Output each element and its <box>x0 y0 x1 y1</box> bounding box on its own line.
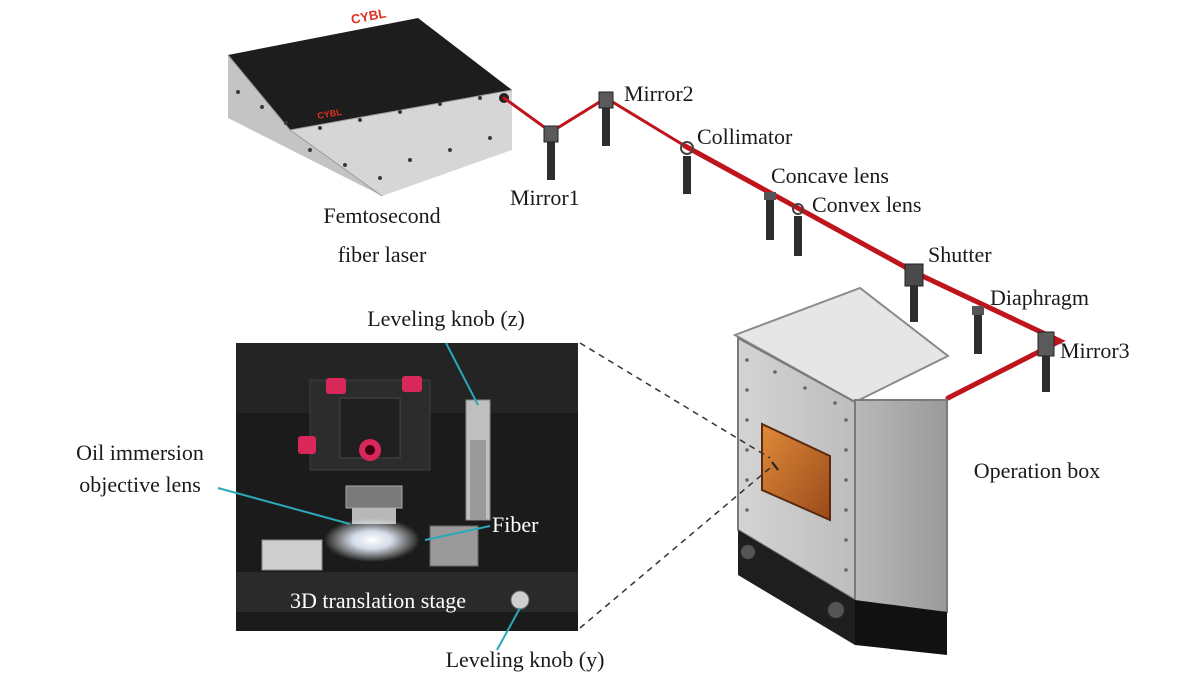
label-operation-box: Operation box <box>974 458 1100 483</box>
label-convex-lens: Convex lens <box>812 192 921 217</box>
label-collimator: Collimator <box>697 124 793 149</box>
box-base-port-2 <box>826 600 846 620</box>
label-mirror2: Mirror2 <box>624 81 694 106</box>
objective-lens <box>345 485 403 524</box>
label-fiber: Fiber <box>492 512 539 537</box>
callout-leveling-y <box>496 607 521 651</box>
box-rivets <box>745 358 848 572</box>
laser-beam <box>502 96 1066 401</box>
box-base-port <box>739 543 757 561</box>
label-diaphragm: Diaphragm <box>990 285 1089 310</box>
callout-leveling-z <box>445 342 479 406</box>
concave-lens-mount <box>764 192 776 240</box>
mirror2-mount <box>598 91 614 146</box>
inset-photo <box>236 343 578 631</box>
callout-fiber <box>424 525 491 541</box>
label-shutter: Shutter <box>928 242 992 267</box>
label-concave-lens: Concave lens <box>771 163 889 188</box>
laser-logo: CYBL <box>350 5 388 26</box>
adjustment-knobs <box>298 376 422 461</box>
diaphragm-mount <box>972 306 984 354</box>
collimator-mount <box>680 141 694 194</box>
zoom-line-top <box>579 342 771 459</box>
operation-box <box>732 286 950 655</box>
callout-objective <box>217 487 351 525</box>
label-mirror1: Mirror1 <box>510 185 580 210</box>
label-objective-line1: Oil immersion <box>76 440 204 465</box>
label-mirror3: Mirror3 <box>1060 338 1130 363</box>
beam-segment-thin <box>502 96 687 148</box>
mirror3-mount <box>1037 331 1055 392</box>
callout-lines <box>217 342 521 651</box>
beam-segment-thick <box>682 143 1066 401</box>
convex-lens-mount <box>792 203 804 256</box>
femtosecond-laser: CYBL CYBL <box>227 5 513 197</box>
laser-screw-holes <box>236 90 492 180</box>
observation-window <box>761 422 831 522</box>
laser-side-logo: CYBL <box>317 107 343 121</box>
y-knob <box>510 590 530 610</box>
label-laser-line2: fiber laser <box>338 242 427 267</box>
mirror1-mount <box>543 125 559 180</box>
zoom-lines <box>579 342 771 629</box>
zoom-line-bottom <box>579 467 771 629</box>
label-leveling-y: Leveling knob (y) <box>446 647 605 672</box>
label-leveling-z: Leveling knob (z) <box>367 306 525 331</box>
shutter-mount <box>904 263 924 322</box>
label-laser-line1: Femtosecond <box>323 203 440 228</box>
label-objective-line2: objective lens <box>79 472 201 497</box>
label-3d-stage: 3D translation stage <box>290 588 466 613</box>
illumination-glow <box>324 518 420 562</box>
